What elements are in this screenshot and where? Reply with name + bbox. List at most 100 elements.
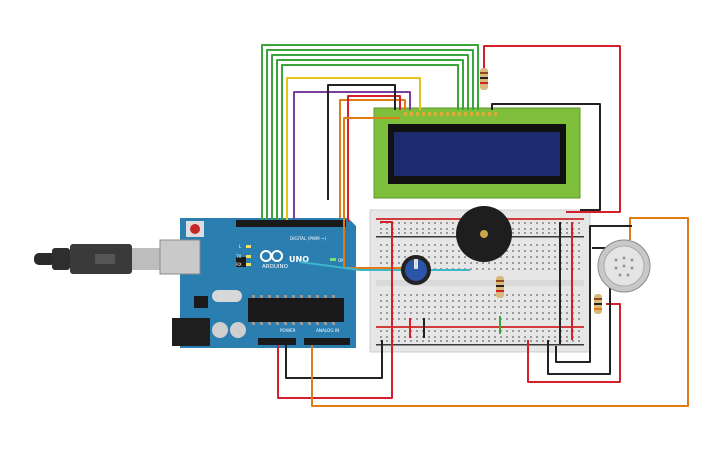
breadboard-hole: [458, 294, 460, 296]
wire-black-bottom[interactable]: [547, 247, 611, 375]
breadboard-hole: [422, 228, 424, 230]
breadboard-hole: [566, 244, 568, 246]
breadboard-hole: [422, 312, 424, 314]
breadboard-hole: [446, 318, 448, 320]
breadboard-hole: [524, 306, 526, 308]
wire-green-1[interactable]: [261, 44, 479, 220]
breadboard-hole: [494, 318, 496, 320]
breadboard-hole: [440, 306, 442, 308]
wire-green-3[interactable]: [271, 54, 469, 220]
breadboard-hole: [500, 306, 502, 308]
breadboard-hole: [482, 294, 484, 296]
breadboard-hole: [542, 340, 544, 342]
breadboard-hole: [458, 250, 460, 252]
breadboard-hole: [512, 228, 514, 230]
breadboard-hole: [464, 330, 466, 332]
gas-sensor[interactable]: [597, 239, 651, 293]
wire-black-gnd[interactable]: [285, 340, 383, 379]
breadboard-hole: [530, 294, 532, 296]
wire-green-5[interactable]: [281, 64, 459, 220]
breadboard-hole: [470, 262, 472, 264]
wire-purple[interactable]: [293, 91, 411, 220]
breadboard-hole: [548, 268, 550, 270]
breadboard-hole: [488, 340, 490, 342]
breadboard-hole: [380, 300, 382, 302]
resistor-buzzer[interactable]: [496, 276, 504, 298]
breadboard-hole: [416, 222, 418, 224]
breadboard-hole: [524, 340, 526, 342]
wire-orange-lcd[interactable]: [339, 99, 406, 218]
breadboard-hole: [536, 340, 538, 342]
breadboard-hole: [380, 330, 382, 332]
wire-red-bottom[interactable]: [527, 303, 621, 383]
breadboard-hole: [566, 336, 568, 338]
wire-orange-sensor[interactable]: [311, 217, 689, 407]
breadboard-hole: [512, 256, 514, 258]
breadboard-hole: [494, 294, 496, 296]
breadboard-hole: [446, 222, 448, 224]
wire-red-lcd[interactable]: [347, 95, 401, 222]
breadboard-hole: [578, 318, 580, 320]
wire-red-power[interactable]: [277, 221, 393, 399]
breadboard-hole: [518, 256, 520, 258]
breadboard-hole: [416, 228, 418, 230]
breadboard-hole: [380, 306, 382, 308]
breadboard-hole: [500, 312, 502, 314]
breadboard-hole: [476, 262, 478, 264]
breadboard-hole: [524, 312, 526, 314]
breadboard-hole: [386, 336, 388, 338]
breadboard-hole: [506, 340, 508, 342]
breadboard-hole: [524, 294, 526, 296]
breadboard-hole: [536, 256, 538, 258]
breadboard-hole: [482, 336, 484, 338]
breadboard-hole: [500, 256, 502, 258]
wire-cyan[interactable]: [299, 261, 470, 271]
breadboard-hole: [518, 250, 520, 252]
wire-green-4[interactable]: [276, 59, 464, 220]
arduino-uno-board[interactable]: ARDUINO UNO DIGITAL (PWM ~) POWER ANALOG…: [159, 218, 356, 348]
breadboard-hole: [434, 318, 436, 320]
breadboard-hole: [386, 318, 388, 320]
wire-black-sensor[interactable]: [555, 225, 632, 363]
lcd-display[interactable]: [373, 107, 581, 199]
resistor-lcd[interactable]: [480, 68, 488, 90]
breadboard-hole: [566, 262, 568, 264]
breadboard-hole: [404, 250, 406, 252]
breadboard-hole: [452, 250, 454, 252]
breadboard-hole: [398, 256, 400, 258]
breadboard-hole: [506, 330, 508, 332]
breadboard-hole: [398, 336, 400, 338]
wire-green-2[interactable]: [266, 49, 474, 220]
breadboard-hole: [398, 262, 400, 264]
breadboard-hole: [398, 244, 400, 246]
breadboard-hole: [386, 250, 388, 252]
breadboard-hole: [512, 250, 514, 252]
breadboard-hole: [458, 312, 460, 314]
piezo-buzzer[interactable]: [456, 206, 512, 262]
breadboard-hole: [440, 300, 442, 302]
wire-black-lcd[interactable]: [327, 84, 396, 200]
breadboard-hole: [428, 312, 430, 314]
breadboard-hole: [440, 232, 442, 234]
breadboard-hole: [410, 306, 412, 308]
potentiometer[interactable]: [401, 255, 431, 285]
breadboard-hole: [386, 228, 388, 230]
wire-red-top[interactable]: [483, 45, 621, 213]
analog-header-label: ANALOG IN: [316, 328, 339, 333]
breadboard-hole: [578, 250, 580, 252]
breadboard-hole: [482, 268, 484, 270]
breadboard-hole: [434, 244, 436, 246]
breadboard-hole: [542, 336, 544, 338]
wire-yellow[interactable]: [286, 77, 421, 220]
breadboard-hole: [464, 312, 466, 314]
breadboard-hole: [380, 312, 382, 314]
breadboard-hole: [566, 294, 568, 296]
breadboard-hole: [524, 222, 526, 224]
breadboard-hole: [536, 330, 538, 332]
resistor-sensor[interactable]: [594, 294, 602, 314]
breadboard-hole: [464, 340, 466, 342]
wire-black-lcd-right[interactable]: [491, 103, 601, 211]
breadboard-hole: [512, 312, 514, 314]
wire-orange-pot[interactable]: [343, 117, 414, 269]
breadboard-hole: [386, 340, 388, 342]
